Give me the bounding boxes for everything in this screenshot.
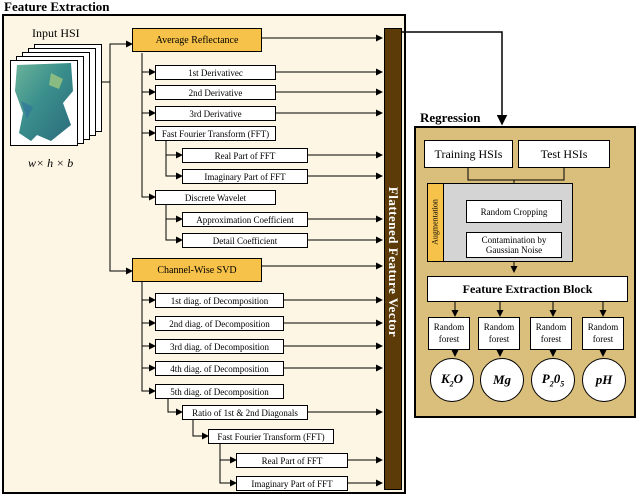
svd-fft-box: Fast Fourier Transform (FFT) [208, 429, 334, 444]
svd-diag-1-box: 1st diag. of Decomposition [155, 293, 284, 308]
target-p2o5-circle: P205 [531, 358, 575, 402]
fft-imaginary-part-box: Imaginary Part of FFT [182, 169, 308, 184]
svd-diag-5-box: 5th diag. of Decomposition [155, 384, 284, 399]
flattened-feature-vector-bar [384, 28, 402, 490]
test-hsis-box: Test HSIs [518, 140, 610, 168]
augmentation-label: Augmentation [430, 199, 440, 245]
gaussian-noise-box: Contamination by Gaussian Noise [466, 232, 562, 258]
target-k2o-label: K2O [440, 371, 464, 389]
target-k2o-circle: K2O [430, 358, 474, 402]
third-derivative-box: 3rd Derivative [155, 106, 276, 121]
fft-box: Fast Fourier Transform (FFT) [155, 126, 276, 141]
svd-diag-2-box: 2nd diag. of Decomposition [155, 316, 284, 331]
target-ph-circle: pH [582, 358, 626, 402]
average-reflectance-box: Average Reflectance [132, 28, 262, 52]
flattened-feature-vector-label: Flattened Feature Vector [386, 186, 401, 338]
random-forest-k2o-box: Random forest [428, 317, 470, 350]
hsi-cube-image [10, 44, 102, 146]
random-forest-ph-box: Random forest [582, 317, 624, 350]
svd-fft-imaginary-part-box: Imaginary Part of FFT [236, 476, 348, 491]
input-dims-label: w× h × b [28, 156, 74, 170]
random-cropping-box: Random Cropping [466, 200, 562, 223]
training-hsis-box: Training HSIs [424, 140, 513, 168]
svd-diag-3-box: 3rd diag. of Decomposition [155, 339, 284, 354]
input-hsi-label: Input HSI [32, 26, 80, 40]
approximation-coefficient-box: Approximation Coefficient [182, 212, 308, 227]
target-ph-label: pH [595, 372, 613, 387]
discrete-wavelet-box: Discrete Wavelet [155, 190, 276, 205]
feature-extraction-title: Feature Extraction [4, 0, 110, 14]
random-forest-p2o5-box: Random forest [530, 317, 572, 350]
detail-coefficient-box: Detail Coefficient [182, 233, 308, 248]
feature-extraction-block: Feature Extraction Block [427, 276, 628, 302]
channel-wise-svd-box: Channel-Wise SVD [132, 258, 262, 282]
target-p2o5-label: P205 [541, 371, 565, 389]
svd-fft-real-part-box: Real Part of FFT [236, 453, 348, 468]
augmentation-label-bar [427, 183, 444, 262]
svd-diag-4-box: 4th diag. of Decomposition [155, 361, 284, 376]
regression-title: Regression [420, 110, 481, 125]
target-mg-circle: Mg [480, 358, 524, 402]
svd-ratio-box: Ratio of 1st & 2nd Diagonals [182, 405, 308, 420]
first-derivative-box: 1st Derivativec [155, 65, 276, 80]
fft-real-part-box: Real Part of FFT [182, 148, 308, 163]
random-forest-mg-box: Random forest [478, 317, 520, 350]
second-derivative-box: 2nd Derivative [155, 85, 276, 100]
target-mg-label: Mg [492, 372, 512, 387]
